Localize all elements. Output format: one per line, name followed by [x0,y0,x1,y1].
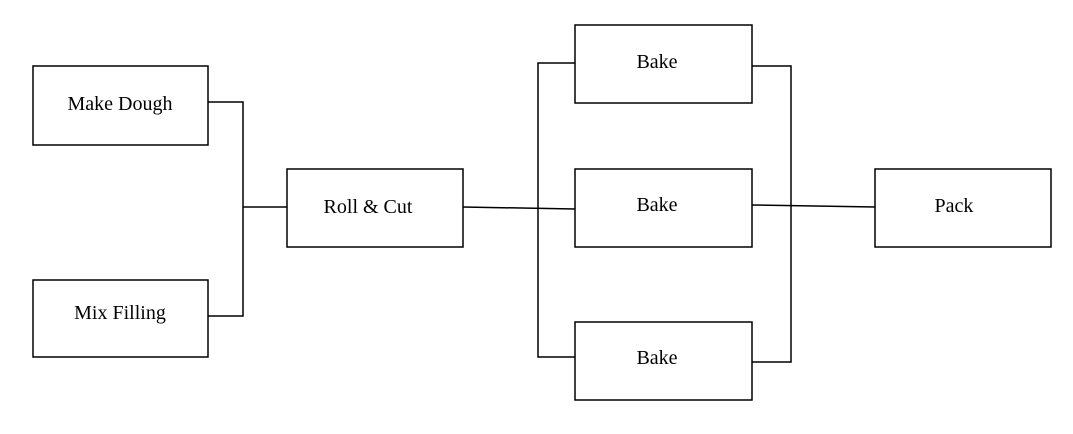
connector-bake-bottom-to-join [752,205,792,363]
node-bake-bottom: Bake [574,321,753,401]
bake-middle-label: Bake [636,194,677,216]
pack-box [874,168,1052,248]
connector-split-to-bake-top [537,62,575,207]
node-pack: Pack [874,168,1052,248]
bake-middle-box [574,168,753,248]
make-dough-box [32,65,209,146]
make-dough-label: Make Dough [68,93,173,115]
connector-mix-filling-to-merge [208,207,244,317]
node-bake-top: Bake [574,24,753,104]
node-make-dough: Make Dough [32,65,209,146]
connector-roll-cut-to-split [462,206,576,210]
connector-bake-top-to-join [752,65,792,205]
roll-cut-box [286,168,464,248]
node-roll-cut: Roll & Cut [286,168,464,248]
bake-bottom-box [574,321,753,401]
mix-filling-label: Mix Filling [74,302,166,324]
node-mix-filling: Mix Filling [32,279,209,358]
node-bake-middle: Bake [574,168,753,248]
roll-cut-label: Roll & Cut [324,196,413,218]
connectors [208,62,876,363]
connector-bake-middle-to-pack [751,204,876,208]
pack-label: Pack [935,195,974,217]
connector-make-dough-to-merge [208,101,244,207]
connector-split-to-bake-bottom [537,207,575,358]
bake-top-label: Bake [636,51,677,73]
mix-filling-box [32,279,209,358]
bake-top-box [574,24,753,104]
bake-bottom-label: Bake [636,347,677,369]
